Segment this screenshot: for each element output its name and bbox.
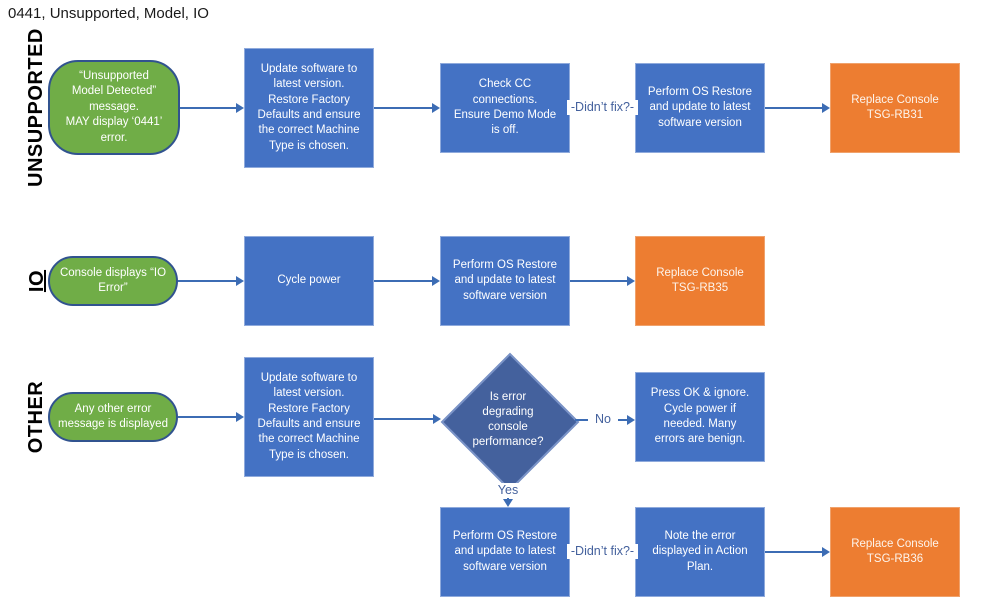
- connector-line: [765, 551, 822, 553]
- node-unsupported-check-cc: Check CC connections. Ensure Demo Mode i…: [440, 63, 570, 153]
- node-other-start: Any other error message is displayed: [48, 392, 178, 442]
- page-title: 0441, Unsupported, Model, IO: [8, 5, 209, 22]
- connector-label-no: No: [588, 412, 618, 427]
- arrowhead-down-icon: [503, 499, 513, 507]
- node-other-os-restore: Perform OS Restore and update to latest …: [440, 507, 570, 597]
- arrowhead-right-icon: [627, 415, 635, 425]
- lane-label-io: IO: [26, 269, 48, 293]
- arrowhead-right-icon: [432, 103, 440, 113]
- node-unsupported-replace-console: Replace Console TSG-RB31: [830, 63, 960, 153]
- arrowhead-right-icon: [627, 276, 635, 286]
- lane-label-other: OTHER: [25, 380, 47, 454]
- connector-line: [374, 280, 432, 282]
- connector-label-didnt-fix: -Didn’t fix?-: [567, 100, 638, 115]
- node-other-replace-console: Replace Console TSG-RB36: [830, 507, 960, 597]
- node-other-note-error: Note the error displayed in Action Plan.: [635, 507, 765, 597]
- arrowhead-right-icon: [432, 276, 440, 286]
- connector-line: [180, 107, 236, 109]
- lane-label-unsupported: UNSUPPORTED: [25, 28, 47, 187]
- connector-line: [374, 107, 432, 109]
- connector-line: [570, 280, 627, 282]
- arrowhead-right-icon: [236, 412, 244, 422]
- node-unsupported-start: “Unsupported Model Detected” message. MA…: [48, 60, 180, 155]
- node-other-update-software: Update software to latest version. Resto…: [244, 357, 374, 477]
- arrowhead-right-icon: [822, 547, 830, 557]
- connector-label-yes: Yes: [490, 483, 526, 498]
- arrowhead-right-icon: [433, 414, 441, 424]
- connector-line: [765, 107, 822, 109]
- node-io-cycle-power: Cycle power: [244, 236, 374, 326]
- arrowhead-right-icon: [236, 276, 244, 286]
- connector-line: [178, 416, 236, 418]
- arrowhead-right-icon: [236, 103, 244, 113]
- connector-label-didnt-fix: -Didn’t fix?-: [567, 544, 638, 559]
- node-io-replace-console: Replace Console TSG-RB35: [635, 236, 765, 326]
- connector-line: [374, 418, 433, 420]
- node-unsupported-update-software: Update software to latest version. Resto…: [244, 48, 374, 168]
- node-io-os-restore: Perform OS Restore and update to latest …: [440, 236, 570, 326]
- node-other-press-ok-ignore: Press OK & ignore. Cycle power if needed…: [635, 372, 765, 462]
- decision-diamond-text: Is error degrading console performance?: [472, 390, 544, 449]
- node-io-start: Console displays “IO Error”: [48, 256, 178, 306]
- node-unsupported-os-restore: Perform OS Restore and update to latest …: [635, 63, 765, 153]
- arrowhead-right-icon: [822, 103, 830, 113]
- connector-line: [178, 280, 236, 282]
